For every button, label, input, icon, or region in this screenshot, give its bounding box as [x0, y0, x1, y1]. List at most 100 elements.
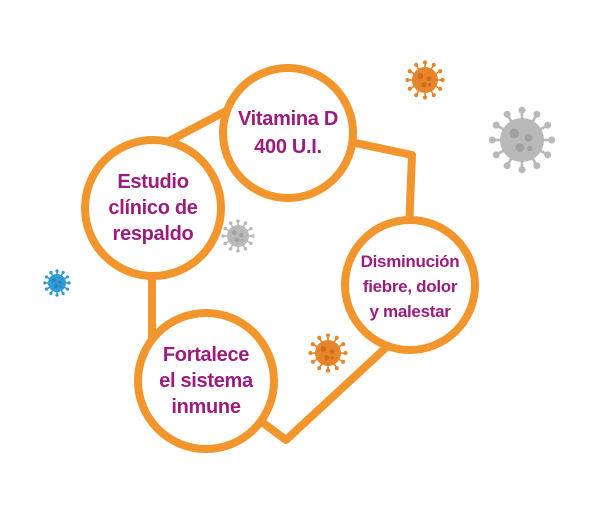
- virus-spot: [54, 284, 58, 288]
- node-line: Vitamina D: [238, 108, 338, 130]
- virus-spike-tip: [422, 95, 428, 100]
- virus-blue-icon: [43, 269, 71, 297]
- node-line: el sistema: [159, 370, 253, 392]
- virus-spike-tip: [488, 136, 496, 144]
- virus-spike-tip: [343, 350, 348, 356]
- virus-grey-icon: [488, 106, 556, 174]
- node-line: inmune: [171, 396, 241, 418]
- node-line: 400 U.I.: [254, 136, 322, 158]
- virus-spike-tip: [49, 291, 53, 296]
- virus-spike-tip: [334, 335, 339, 340]
- virus-spot: [320, 346, 327, 352]
- virus-spike-tip: [438, 86, 443, 91]
- virus-spike-tip: [228, 247, 233, 251]
- node-line: y malestar: [369, 301, 451, 321]
- virus-spot: [59, 285, 62, 288]
- virus-spike-tip: [325, 368, 331, 373]
- virus-spike-tip: [431, 62, 436, 67]
- node-circle-fortalece: [134, 309, 278, 453]
- virus-spot: [324, 354, 330, 361]
- virus-spike-tip: [503, 162, 511, 170]
- virus-spike-tip: [44, 275, 49, 279]
- virus-spike-tip: [236, 219, 240, 223]
- virus-spike-tip: [61, 291, 65, 296]
- node-label-fortalece: Fortalece el sistema inmune: [138, 338, 274, 424]
- virus-spike-tip: [221, 234, 225, 238]
- virus-spike-tip: [341, 359, 346, 364]
- node-line: Disminución: [360, 251, 460, 271]
- virus-spike-tip: [44, 287, 49, 291]
- virus-spike-tip: [414, 62, 419, 67]
- virus-spot: [330, 356, 335, 360]
- node-line: clínico de: [108, 197, 198, 219]
- virus-spot: [240, 238, 244, 242]
- virus-spike-tip: [223, 226, 227, 231]
- virus-spot: [58, 280, 62, 284]
- virus-body: [227, 225, 249, 247]
- virus-spot: [524, 133, 533, 142]
- virus-spike-tip: [223, 241, 227, 246]
- virus-spike-tip: [310, 359, 315, 364]
- virus-body: [48, 274, 66, 292]
- node-label-disminucion: Disminución fiebre, dolor y malestar: [343, 246, 477, 326]
- node-line: Fortalece: [162, 344, 250, 366]
- virus-spike-tip: [422, 60, 428, 65]
- virus-spike-tip: [503, 110, 511, 118]
- virus-spike-tip: [65, 275, 70, 279]
- virus-spike-tip: [414, 93, 419, 98]
- node-label-estudio: Estudio clínico de respaldo: [85, 165, 221, 251]
- virus-spot: [417, 73, 424, 79]
- virus-body: [412, 67, 438, 93]
- virus-spike-tip: [43, 281, 47, 285]
- node-line: respaldo: [112, 223, 194, 245]
- virus-spike-tip: [55, 293, 59, 297]
- virus-spike-tip: [310, 342, 315, 347]
- node-circle-vitamina-d: [219, 64, 357, 202]
- virus-spike-tip: [492, 151, 500, 159]
- virus-spike-tip: [518, 166, 526, 174]
- virus-spike-tip: [236, 249, 240, 253]
- virus-spike-tip: [518, 106, 526, 114]
- virus-spike-tip: [243, 247, 248, 251]
- virus-spot: [421, 81, 427, 88]
- virus-spike-tip: [341, 342, 346, 347]
- node-line: fiebre, dolor: [362, 276, 458, 296]
- virus-spike-tip: [438, 69, 443, 74]
- virus-spot: [239, 232, 244, 237]
- virus-spike-tip: [533, 162, 541, 170]
- node-line: Estudio: [117, 171, 189, 193]
- virus-body: [500, 118, 544, 162]
- virus-spike-tip: [405, 77, 410, 83]
- virus-body: [315, 340, 341, 366]
- virus-spike-tip: [325, 333, 331, 338]
- virus-spike-tip: [407, 86, 412, 91]
- virus-spike-tip: [65, 287, 70, 291]
- virus-spike-tip: [251, 234, 255, 238]
- virus-spike-tip: [317, 366, 322, 371]
- virus-spike-tip: [228, 221, 233, 225]
- virus-spot: [509, 128, 520, 139]
- virus-spot: [426, 76, 432, 82]
- virus-spot: [234, 237, 240, 243]
- virus-grey-icon: [221, 219, 255, 253]
- virus-spot: [329, 349, 335, 355]
- virus-spike-tip: [317, 335, 322, 340]
- virus-spot: [515, 143, 525, 153]
- node-circle-disminucion: [341, 216, 479, 354]
- virus-spike-tip: [61, 270, 65, 275]
- virus-spike-tip: [431, 93, 436, 98]
- virus-spot: [231, 230, 237, 236]
- virus-orange-icon: [308, 333, 348, 373]
- virus-spike-tip: [308, 350, 313, 356]
- virus-spike-tip: [544, 151, 552, 159]
- virus-spike-tip: [249, 241, 253, 246]
- node-label-vitamina-d: Vitamina D 400 U.I.: [223, 98, 353, 168]
- virus-spot: [51, 278, 56, 283]
- virus-spot: [527, 145, 533, 151]
- virus-spike-tip: [548, 136, 556, 144]
- virus-spot: [427, 83, 432, 87]
- virus-spike-tip: [334, 366, 339, 371]
- virus-spike-tip: [49, 270, 53, 275]
- virus-spike-tip: [249, 226, 253, 231]
